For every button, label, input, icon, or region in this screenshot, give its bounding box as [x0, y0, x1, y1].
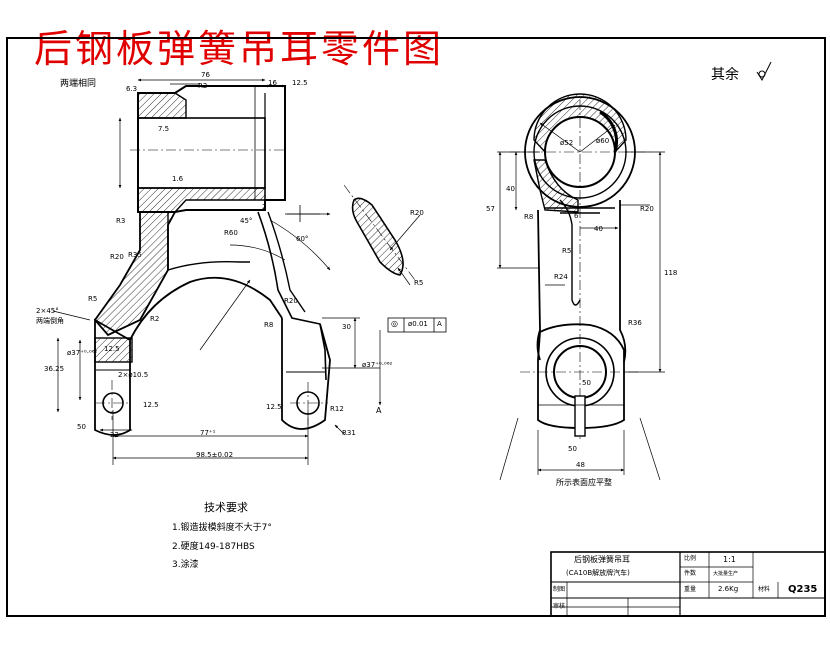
dimension-label: 12.5	[266, 403, 282, 411]
tolerance-datum: A	[437, 320, 442, 328]
dimension-label: 77⁺¹	[200, 429, 216, 437]
front-view	[93, 85, 331, 436]
side-dimension: 6	[574, 212, 579, 220]
side-view	[524, 93, 636, 437]
title-block-weight-label: 重量	[684, 586, 697, 593]
dimension-label: 60°	[296, 235, 309, 243]
side-dimension: 50	[568, 445, 577, 453]
dimension-label: 12.5	[143, 401, 159, 409]
tolerance-symbol: ◎	[391, 319, 398, 328]
dimension-label: R12	[330, 405, 344, 413]
dimension-label: R2	[150, 315, 160, 323]
title-block-material: Q235	[788, 584, 818, 595]
dimension-label: R5	[88, 295, 98, 303]
dimension-label: 12.5	[292, 79, 308, 87]
dimension-label: 50	[77, 423, 86, 431]
dimension-label: R35	[128, 251, 142, 259]
dimension-label: ø37⁺⁰·⁰⁶²	[362, 361, 393, 369]
dimension-label: R60	[224, 229, 238, 237]
tech-requirement-item: 2.硬度149-187HBS	[172, 542, 255, 552]
side-dimension: ø60	[596, 137, 610, 145]
dimension-label: 36.25	[44, 365, 65, 373]
dimension-label: ø37⁺⁰·⁰⁶²	[67, 349, 98, 357]
side-dimension: R24	[554, 273, 568, 281]
dimension-label: R3	[116, 217, 126, 225]
surface-finish-symbol	[756, 61, 772, 82]
title-block-vehicle: (CA10B解放牌汽车)	[566, 569, 630, 577]
title-block-scale-label: 比例	[684, 555, 697, 562]
side-dimension: 118	[664, 269, 678, 277]
dimension-label: 45°	[240, 217, 253, 225]
drawing-title: 后钢板弹簧吊耳零件图	[34, 27, 445, 71]
dimension-label: 12.5	[104, 345, 120, 353]
dimension-label: 1.6	[172, 175, 184, 183]
drawing-border	[6, 37, 826, 617]
tech-requirement-item: 3.涂漆	[172, 560, 199, 570]
dimension-label: 7.5	[158, 125, 170, 133]
side-dimension: ø52	[560, 139, 574, 147]
title-block-scale: 1:1	[723, 555, 736, 564]
tech-requirements-heading: 技术要求	[204, 501, 248, 514]
side-dimension: 40	[594, 225, 603, 233]
side-dimension: R5	[562, 247, 572, 255]
title-block-quantity-label: 件数	[684, 570, 697, 577]
dimension-label: 2	[262, 203, 267, 211]
side-dimension: R36	[628, 319, 642, 327]
side-dimension: R20	[640, 205, 654, 213]
annotation-chamfer: 2×45°	[36, 307, 59, 315]
dimension-label: R31	[342, 429, 356, 437]
dimension-label: 30	[342, 323, 351, 331]
dimension-label: 6.3	[126, 85, 138, 93]
title-block-part-name: 后钢板弹簧吊耳	[574, 555, 630, 564]
side-dimension: 50	[582, 379, 591, 387]
section-dimension: R5	[414, 279, 424, 287]
dimension-label: 2×ø10.5	[118, 371, 149, 379]
side-dimension: 57	[486, 205, 495, 213]
side-dimension: 48	[576, 461, 585, 469]
annotation-both-ends-chamfer: 两端倒角	[36, 317, 64, 325]
title-block-check-label: 审核	[553, 603, 566, 610]
tech-requirement-item: 1.锻造拔模斜度不大于7°	[172, 523, 272, 533]
title-block	[550, 551, 826, 617]
tolerance-value: ø0.01	[408, 320, 428, 328]
dimension-label: 16	[268, 79, 277, 87]
dimension-label: R20	[110, 253, 124, 261]
title-block-material-label: 材料	[758, 586, 771, 593]
annotation-two-ends-same: 两端相同	[60, 79, 97, 89]
removed-section	[343, 184, 421, 286]
centerlines	[95, 100, 650, 440]
dimension-label: 22	[110, 431, 119, 439]
title-block-drawn-label: 制图	[553, 586, 566, 593]
datum-label: A	[376, 406, 382, 415]
side-view-dimensions	[497, 122, 665, 481]
dimension-label: 98.5±0.02	[196, 451, 234, 459]
dimension-label: 76	[201, 71, 210, 79]
tolerance-frame	[387, 317, 447, 333]
dimension-label: R2	[198, 82, 208, 90]
side-dimension: R8	[524, 213, 534, 221]
surface-note-label: 其余	[711, 67, 739, 83]
title-block-quantity: 大批量生产	[713, 571, 739, 577]
dimension-label: R20	[284, 297, 298, 305]
dimension-label: R8	[264, 321, 274, 329]
surface-flat-note: 所示表面应平整	[556, 478, 612, 487]
title-block-weight: 2.6Kg	[718, 585, 739, 593]
section-dimension: R20	[410, 209, 424, 217]
side-dimension: 40	[506, 185, 515, 193]
